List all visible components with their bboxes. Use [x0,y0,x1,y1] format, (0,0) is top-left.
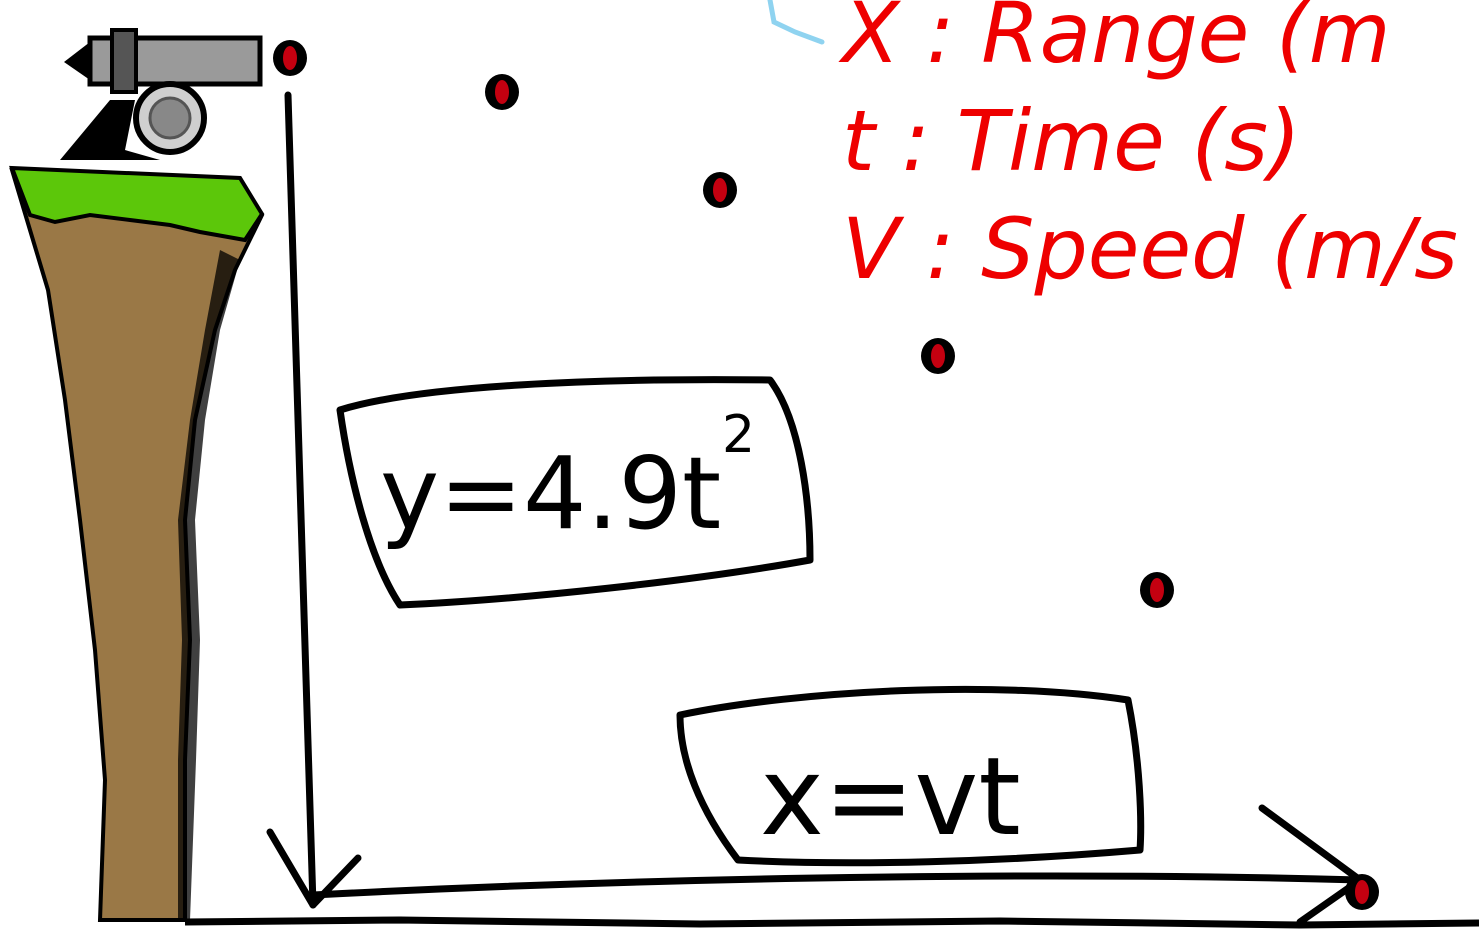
legend-speed-text: V : Speed (m/s [842,200,1458,298]
horizontal-equation-text: x=vt [760,735,1021,860]
cliff [9,165,265,922]
horizontal-equation-box: x=vt [676,685,1145,867]
vertical-equation-exponent: 2 [722,405,755,465]
cannon-wheel-hub [148,96,192,140]
horizontal-equation-border [676,685,1145,867]
vertical-equation-border [336,376,814,609]
vertical-equation-text: y=4.9t [380,435,721,552]
cannon-band [110,28,138,94]
cannonball-highlight-1 [283,46,297,70]
cliff-grass [9,165,265,243]
legend-time-text: t : Time (s) [842,92,1301,190]
cannonball-highlight-6 [1355,880,1369,904]
vertical-axis-arrow [266,91,362,909]
cannon-tail [64,42,90,80]
cannonball-highlight-2 [495,80,509,104]
variable-legend: X : Range (m t : Time (s) V : Speed (m/s [767,0,1458,298]
cannonball-highlight-3 [713,178,727,202]
cannon-stand [60,100,160,160]
legend-range-text: X : Range (m [838,0,1391,82]
cannonball-trajectory [273,40,1379,910]
legend-blue-bracket [767,0,825,45]
vertical-equation-box: y=4.9t 2 [336,376,814,609]
cannonball-highlight-5 [1150,578,1164,602]
ground-line [184,916,1479,929]
cannonball-highlight-4 [931,344,945,368]
cliff-shadow [178,250,240,920]
cannon [60,28,263,160]
